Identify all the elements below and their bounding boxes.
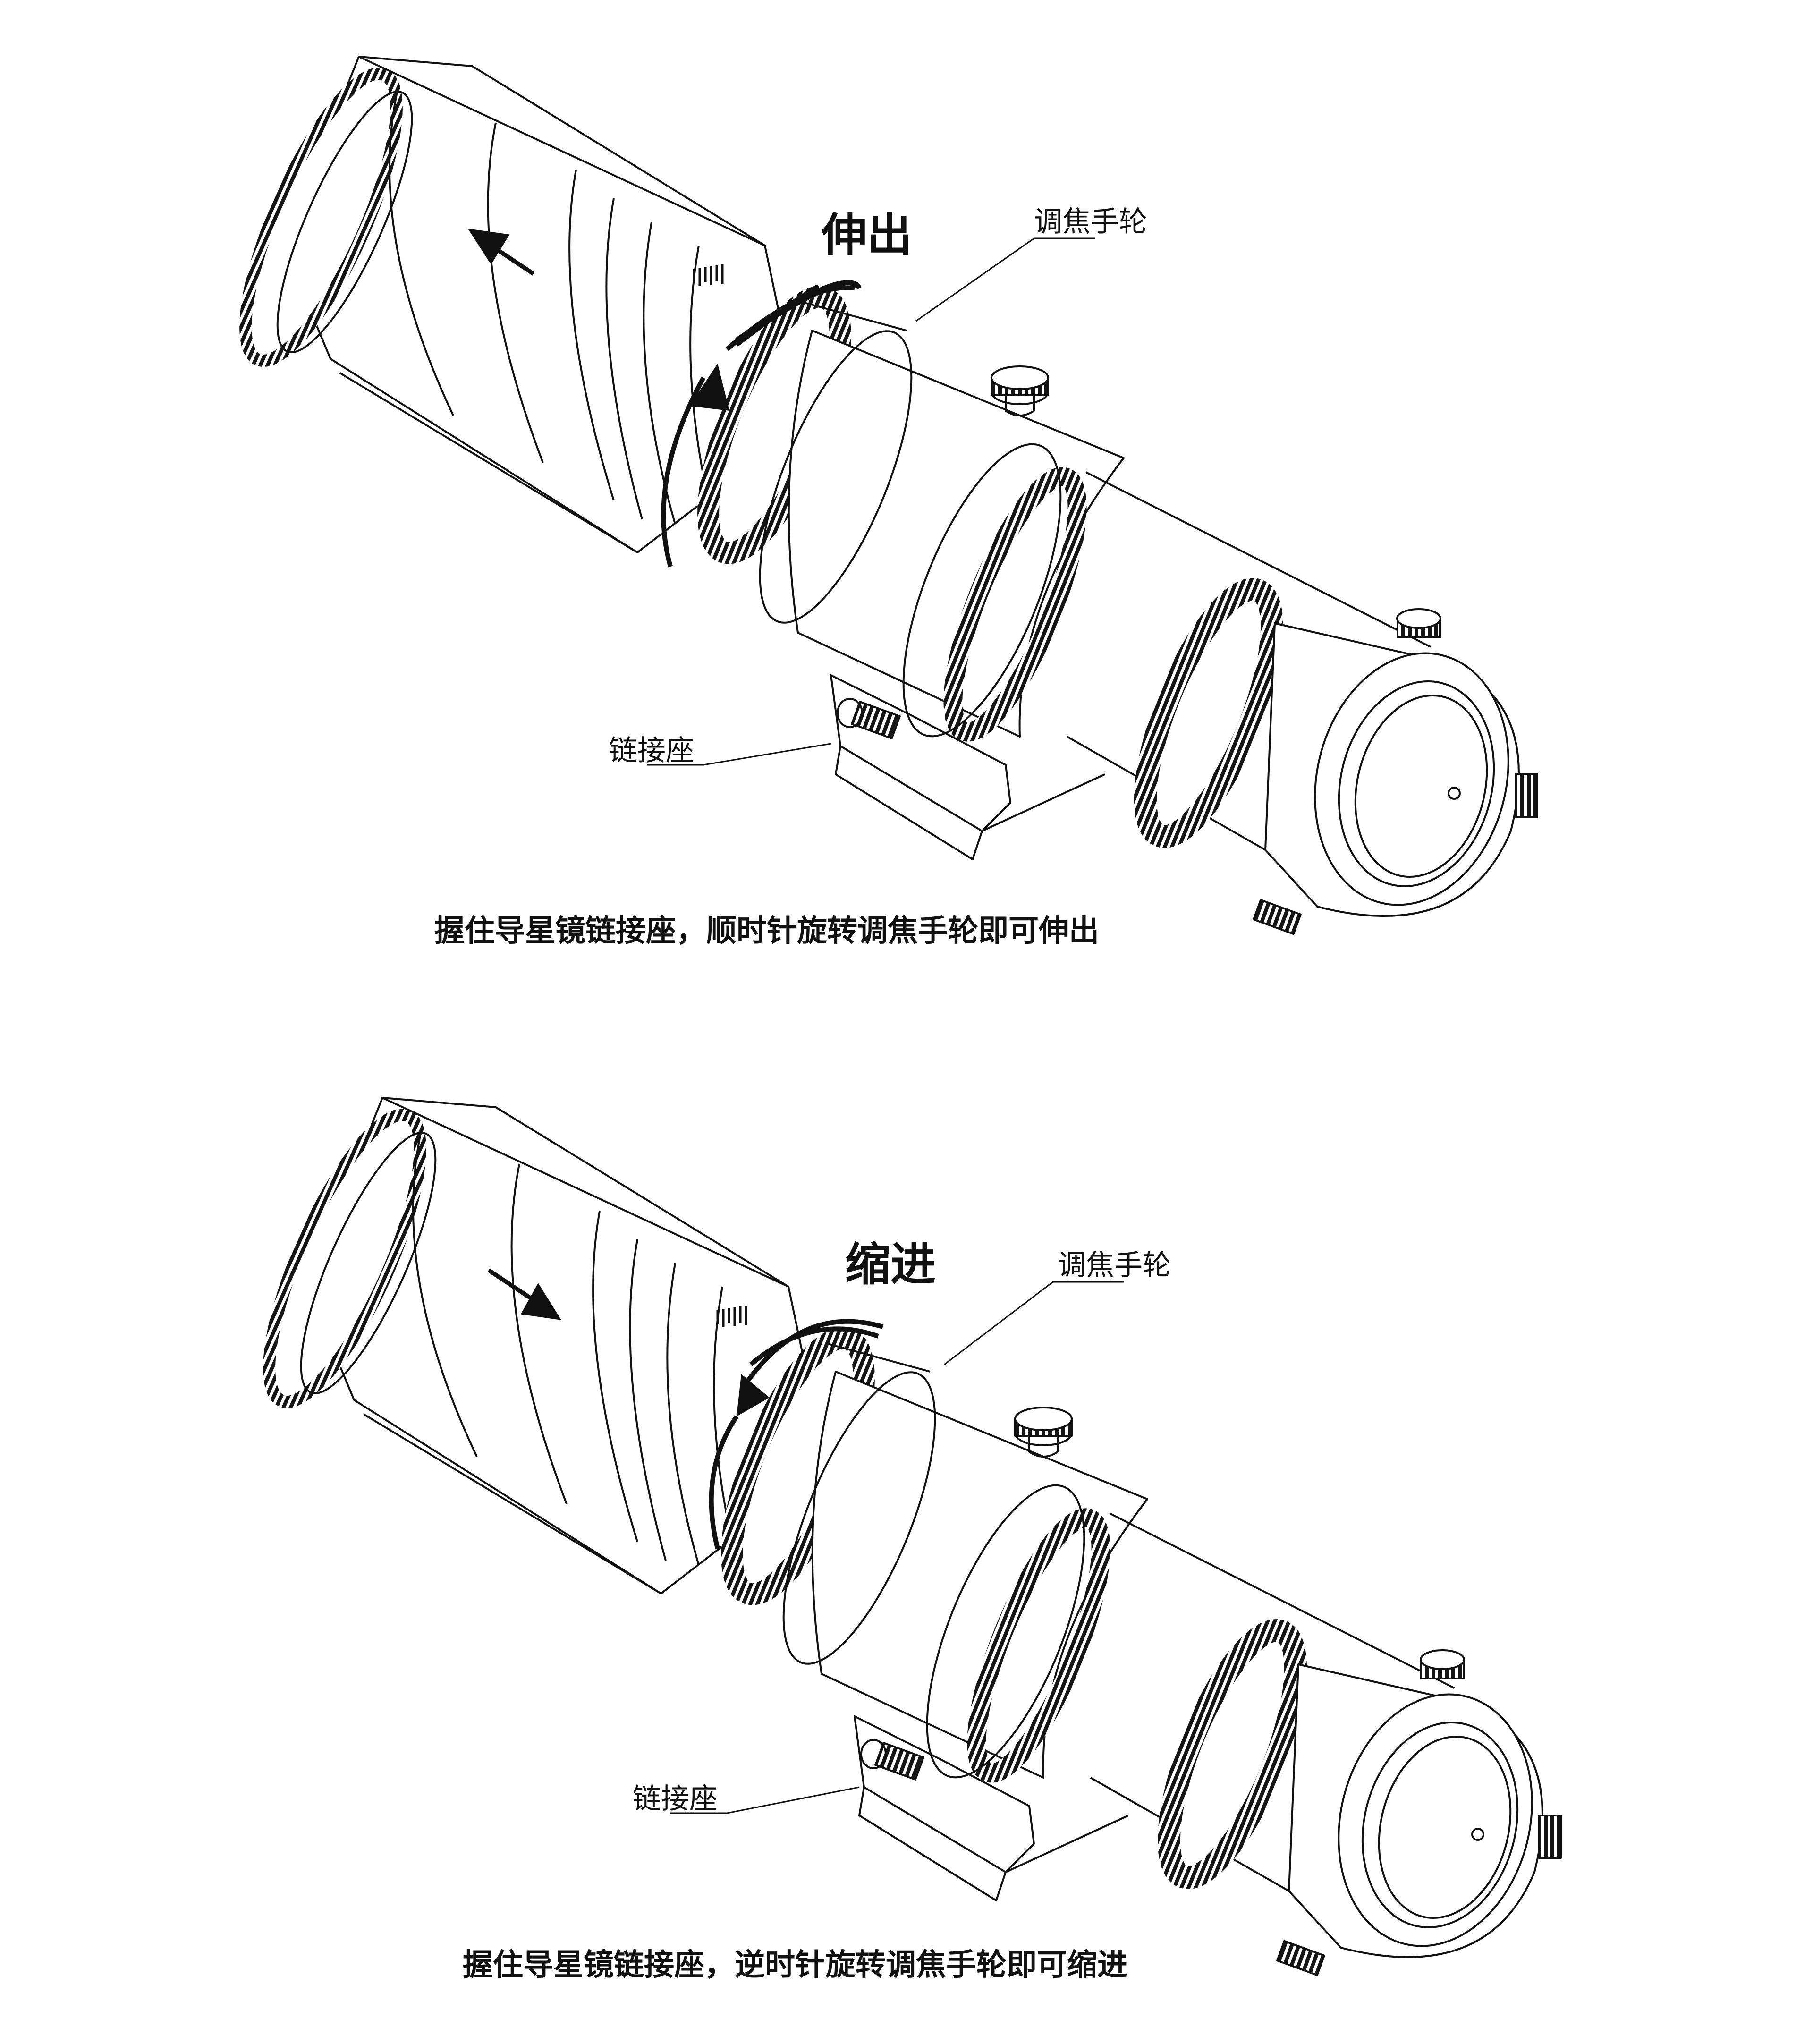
panel-2-rotation-arrow bbox=[709, 1319, 884, 1550]
panel-1-leader-lines bbox=[647, 237, 1095, 766]
panel-1-rotation-arrowhead bbox=[689, 364, 729, 411]
panel-1-extend-arrow bbox=[467, 229, 535, 276]
panel-2-retract-arrow bbox=[487, 1268, 561, 1320]
panel-1-focus-wheel-label: 调焦手轮 bbox=[1034, 205, 1147, 238]
panel-2-action-label: 缩进 bbox=[845, 1238, 936, 1291]
panel-2-rotation-arrowhead bbox=[737, 1374, 770, 1416]
panel-2-caption: 握住导星镜链接座，逆时针旋转调焦手轮即可缩进 bbox=[463, 1948, 1127, 1983]
panel-2-focus-wheel-label: 调焦手轮 bbox=[1058, 1249, 1171, 1282]
panel-1-mount-label: 链接座 bbox=[609, 734, 694, 767]
panel-1-scope-drawing bbox=[217, 57, 1537, 934]
panel-1-action-label: 伸出 bbox=[822, 209, 912, 262]
panel-1-caption: 握住导星镜链接座，顺时针旋转调焦手轮即可伸出 bbox=[434, 914, 1099, 949]
panel-2-scope-drawing bbox=[240, 1098, 1561, 1975]
panel-1-rotation-arrow bbox=[661, 280, 862, 568]
panel-2-leader-lines bbox=[670, 1281, 1124, 1814]
panel-2-mount-label: 链接座 bbox=[633, 1782, 718, 1815]
